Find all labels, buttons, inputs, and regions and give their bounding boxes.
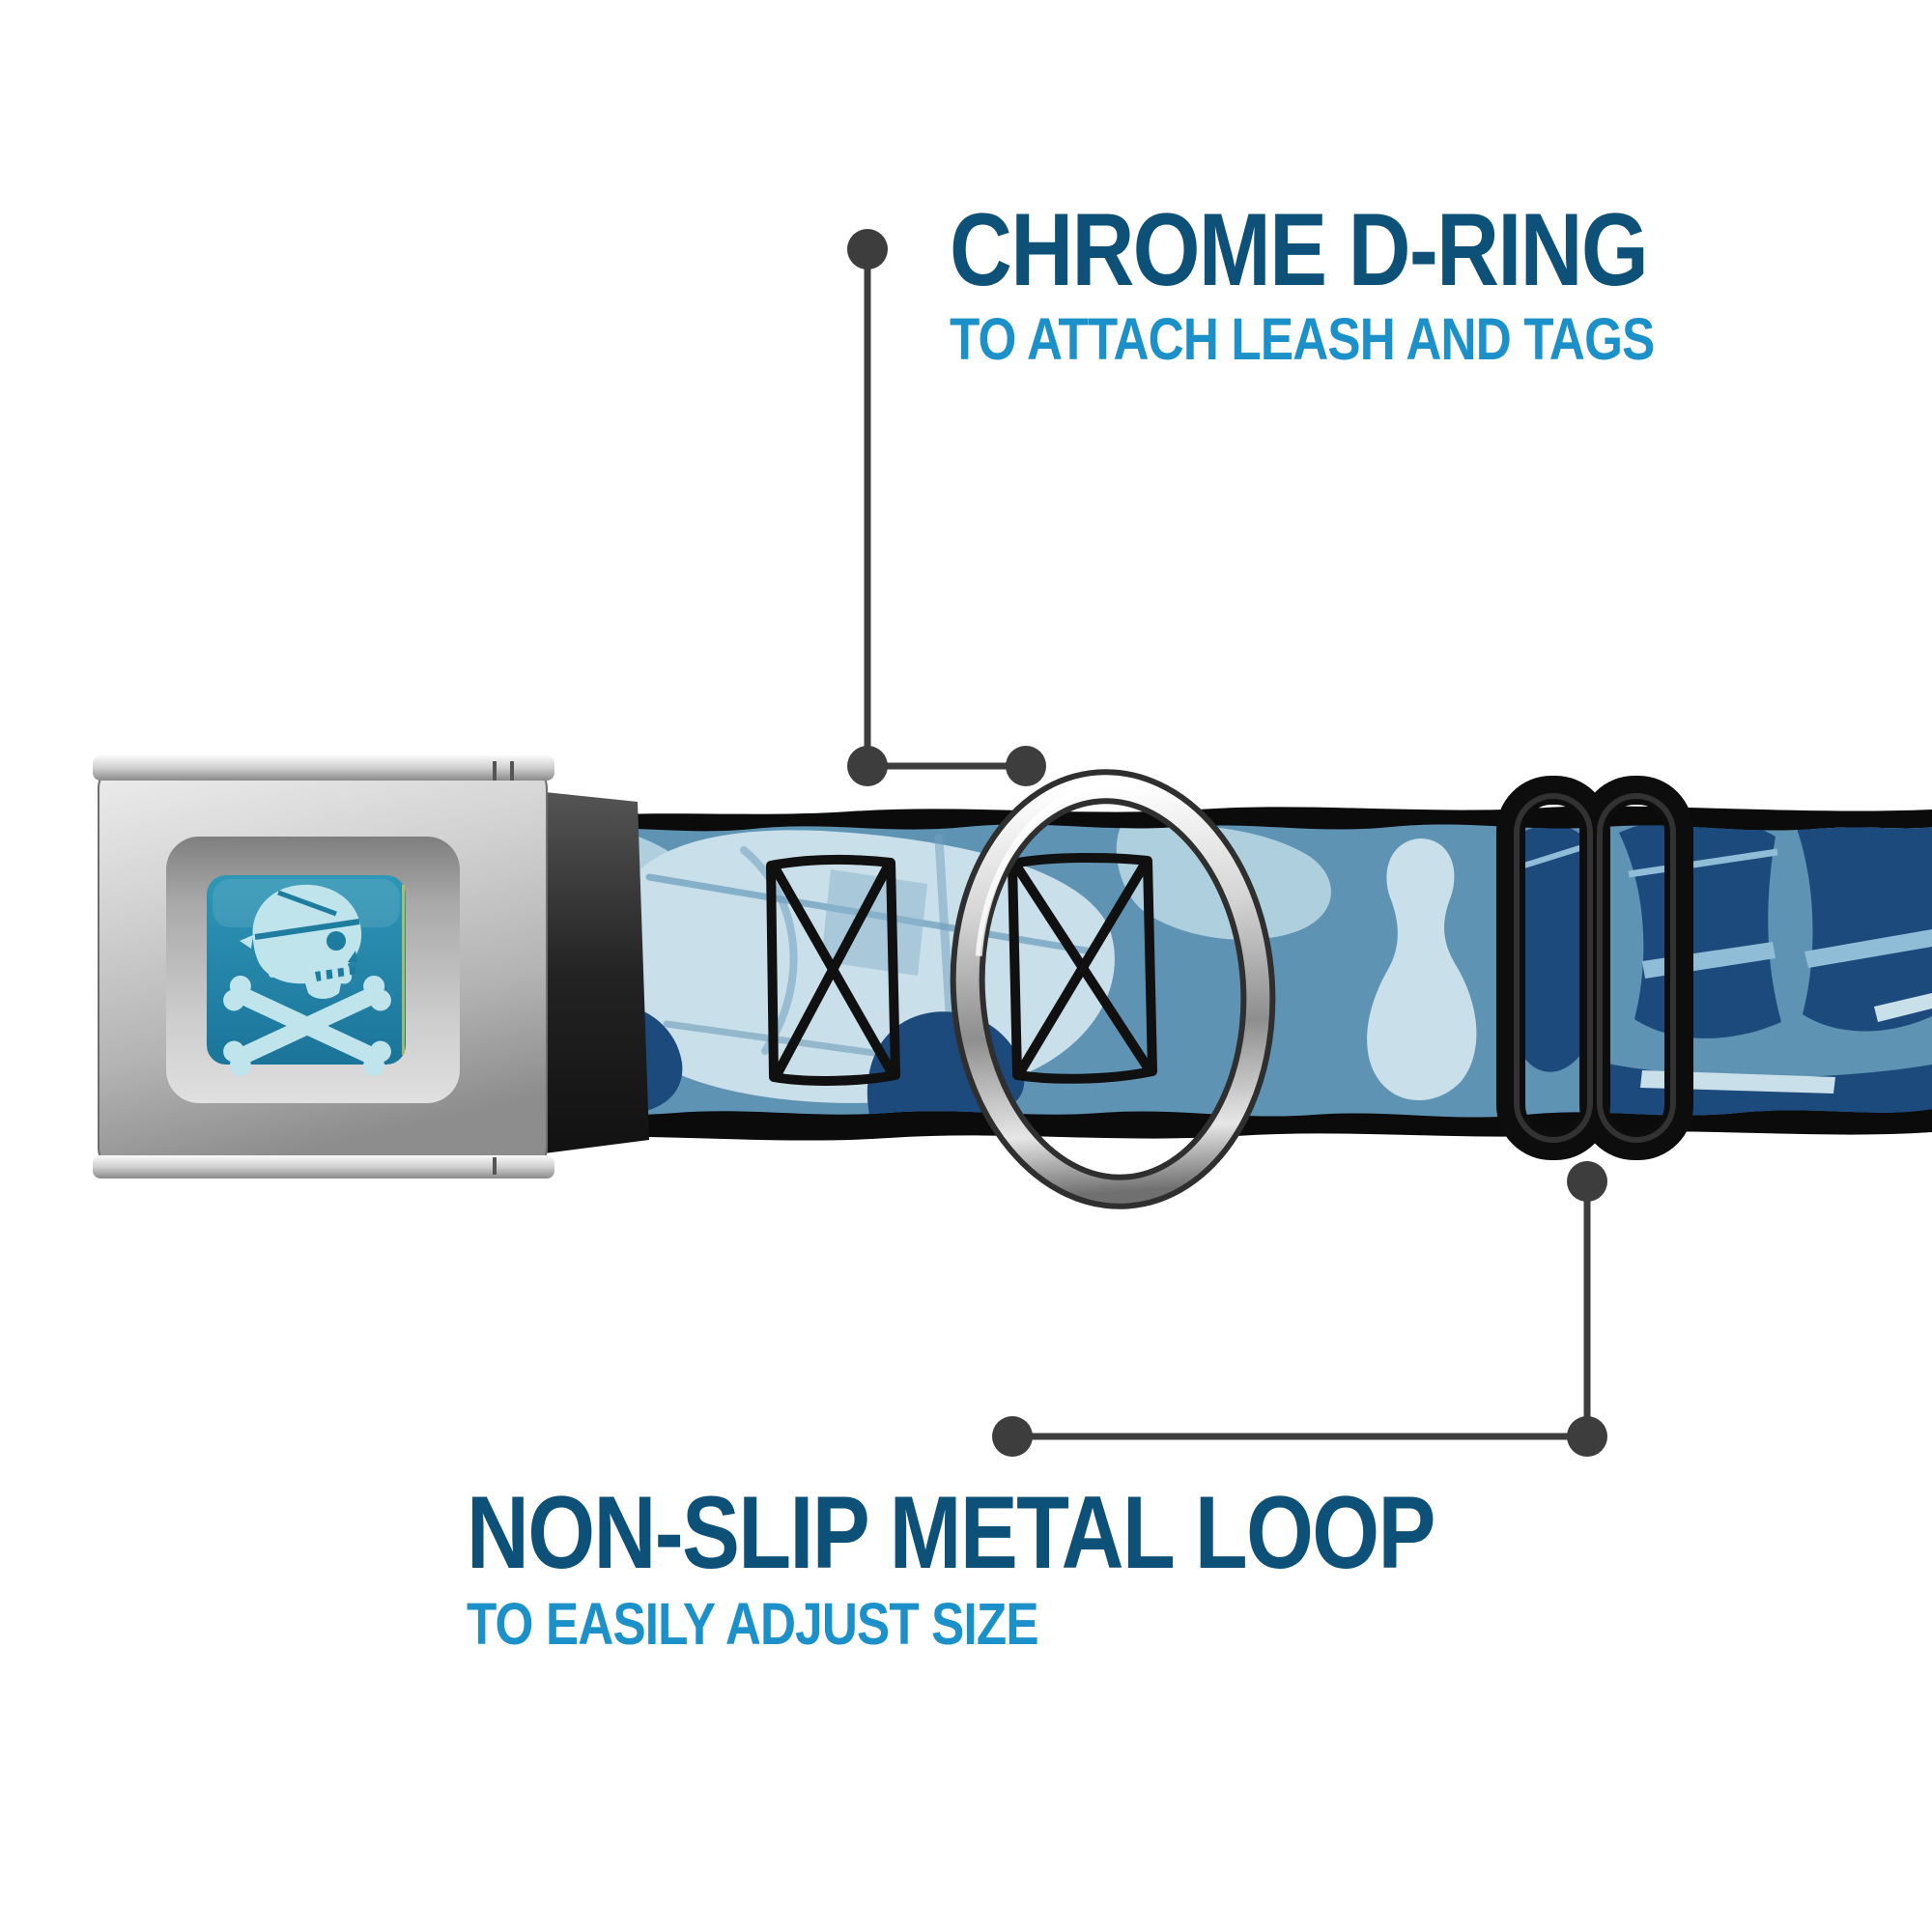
seatbelt-buckle	[93, 755, 554, 1179]
bottom-annotation-title: NON-SLIP METAL LOOP	[467, 1474, 1435, 1590]
top-annotation-subtitle: TO ATTACH LEASH AND TAGS	[950, 306, 1655, 372]
leader-dot	[847, 746, 888, 786]
leader-dot	[1567, 1161, 1607, 1202]
top-leader-line	[847, 229, 1046, 786]
stitch-box-1	[766, 854, 900, 1086]
bottom-annotation-subtitle: TO EASILY ADJUST SIZE	[467, 1591, 1039, 1657]
d-ring	[950, 769, 1276, 1209]
dark-ship-sail	[1619, 824, 1781, 1038]
leader-dot	[1006, 746, 1046, 786]
logo-tile-edge-glint	[402, 885, 405, 1055]
leader-dot	[1567, 1416, 1607, 1457]
metal-slider-loop	[1496, 776, 1693, 1160]
d-ring-highlight	[975, 783, 1098, 956]
leader-dot	[847, 229, 888, 270]
top-annotation-title: CHROME D-RING	[950, 191, 1649, 307]
pirate-skull-crossbones-icon	[223, 884, 391, 1077]
buckle-release-clasp	[526, 790, 649, 1155]
dark-ship-sail	[1795, 824, 1932, 1032]
buckle-top-lip	[93, 755, 554, 781]
buckle-bottom-lip	[93, 1155, 554, 1179]
leader-dot	[992, 1416, 1033, 1457]
bottom-leader-line	[992, 1161, 1607, 1457]
stitch-box-2	[1008, 852, 1157, 1084]
